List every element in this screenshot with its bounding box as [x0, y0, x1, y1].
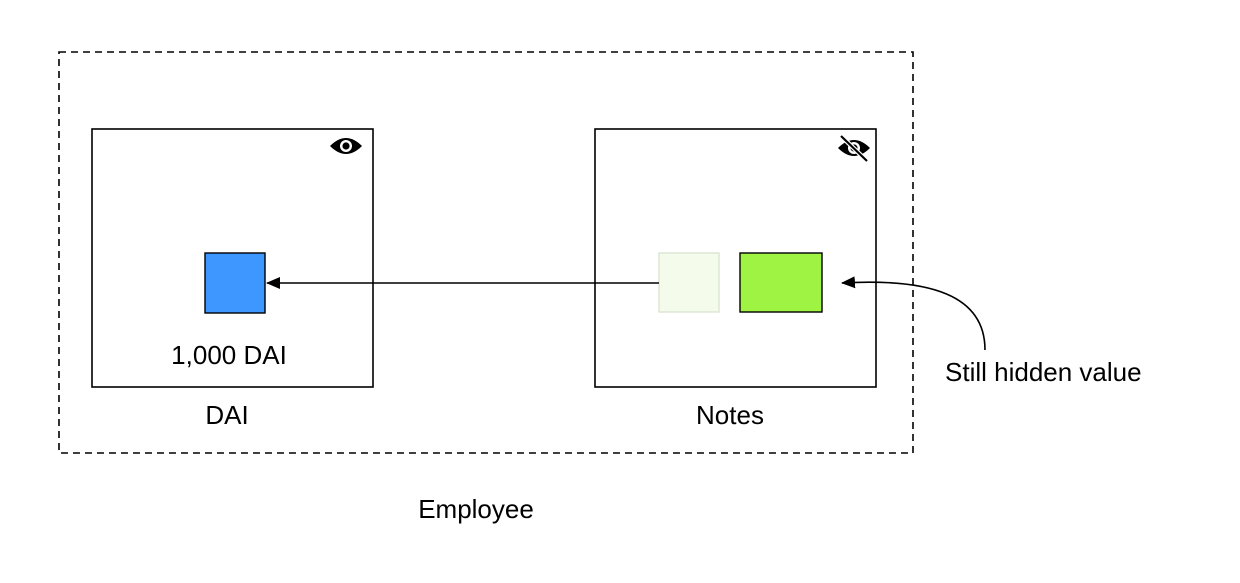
annotation-arrow — [841, 276, 986, 351]
dai-token — [204, 252, 266, 314]
dai-panel-caption: DAI — [205, 400, 248, 430]
eye-icon — [330, 138, 362, 154]
notes-panel-caption: Notes — [696, 400, 764, 430]
hidden-note — [739, 252, 823, 313]
employee-container — [58, 51, 914, 454]
annotation-label: Still hidden value — [945, 357, 1142, 387]
employee-label: Employee — [418, 494, 534, 524]
faded-note — [658, 252, 720, 313]
notes-panel — [594, 128, 877, 388]
dai-amount-label: 1,000 DAI — [171, 340, 287, 370]
eye-off-icon — [838, 134, 870, 163]
